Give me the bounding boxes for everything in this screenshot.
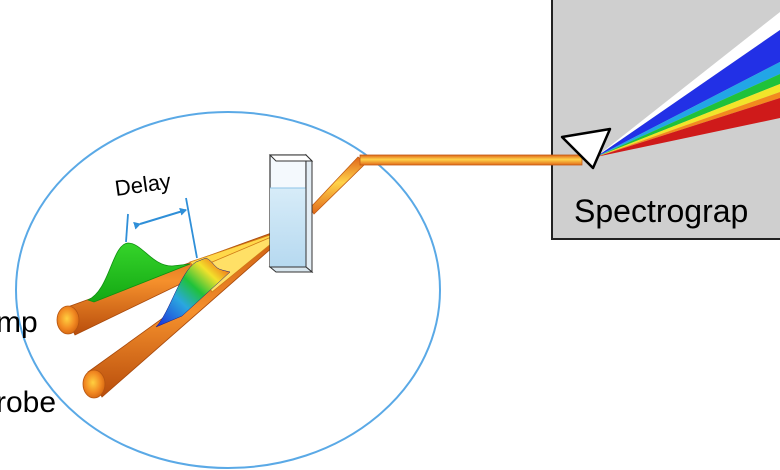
output-beam-horizontal bbox=[359, 154, 583, 166]
probe-beam-end bbox=[82, 369, 106, 399]
spectrograph-label: Spectrograp bbox=[574, 193, 748, 229]
delay-double-arrow bbox=[133, 207, 187, 230]
spectrum-fan bbox=[596, 12, 780, 157]
sample-cuvette bbox=[268, 153, 314, 274]
delay-tick-left bbox=[125, 213, 129, 243]
delay-label: Delay bbox=[113, 168, 172, 201]
delay-tick-right bbox=[185, 197, 198, 259]
output-beam-diagonal bbox=[309, 156, 367, 215]
probe-label: robe bbox=[0, 386, 56, 419]
prism-icon bbox=[560, 127, 612, 170]
sample-region-ellipse bbox=[15, 111, 441, 469]
pump-pulse-gaussian bbox=[86, 242, 191, 303]
pump-label: mp bbox=[0, 306, 38, 339]
probe-pulse-rainbow bbox=[155, 257, 231, 328]
pump-beam-end bbox=[56, 305, 80, 335]
